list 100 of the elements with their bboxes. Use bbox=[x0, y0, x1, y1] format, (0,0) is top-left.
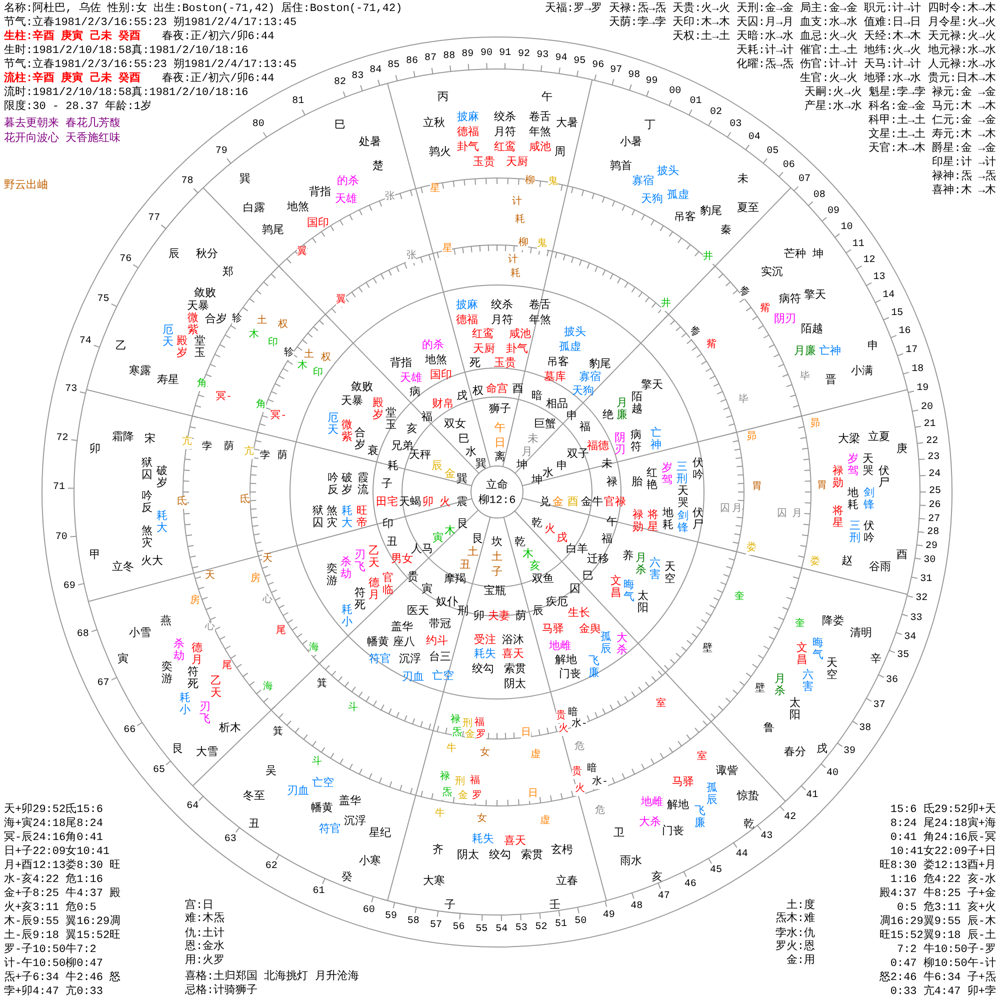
chart-label: 沉浮 bbox=[399, 654, 421, 666]
chart-label: 绞杀 bbox=[494, 112, 516, 124]
chart-label: 玄枵 bbox=[551, 845, 573, 857]
planet-label: 金 bbox=[458, 791, 468, 803]
info-line: 孛水:仇 bbox=[775, 928, 815, 940]
degree-number: 76 bbox=[120, 254, 132, 266]
table-row: 8:24 尾24:18寅+海 bbox=[890, 818, 996, 830]
zodiac-label: 申 bbox=[556, 461, 568, 473]
info-line: 恩:金水 bbox=[185, 941, 225, 953]
zodiac-label: 坤 bbox=[532, 475, 542, 487]
planet-label: 金 bbox=[464, 730, 475, 742]
table-row: 印星:计 →计 bbox=[932, 157, 996, 169]
degree-number: 33 bbox=[910, 612, 922, 625]
degree-number: 61 bbox=[312, 886, 325, 898]
chart-label: 大梁 bbox=[838, 434, 860, 446]
degree-number: 55 bbox=[476, 924, 488, 936]
planet-label: 印 bbox=[312, 368, 323, 380]
chart-label: 六害 bbox=[802, 670, 814, 694]
table-row: 旺15:52翼9:18 辰-土 bbox=[879, 930, 996, 942]
chart-label: 谷雨 bbox=[869, 562, 891, 574]
chart-label: 甲 bbox=[90, 550, 100, 562]
planet-label: 罗 bbox=[472, 791, 482, 803]
chart-label: 辛 bbox=[870, 654, 882, 666]
chart-label: 申 bbox=[868, 341, 878, 353]
chart-label: 厄天 bbox=[162, 325, 174, 349]
chart-label: 豹尾 bbox=[589, 359, 611, 371]
chart-label: 太阳 bbox=[637, 591, 649, 615]
planet-label: 贵 bbox=[572, 767, 582, 779]
chart-label: 燕 bbox=[160, 616, 172, 628]
chart-label: 晦气 bbox=[623, 580, 635, 604]
degree-number: 88 bbox=[443, 50, 456, 63]
chart-label: 天哭 bbox=[677, 486, 689, 510]
mansion-label: 翼 bbox=[336, 294, 346, 307]
info-line: 罗火:恩 bbox=[775, 941, 815, 953]
degree-number: 71 bbox=[53, 482, 65, 494]
degree-number: 22 bbox=[926, 436, 938, 448]
zodiac-label: 木 bbox=[444, 526, 456, 538]
info-line: 忌格:计骑狮子 bbox=[185, 985, 258, 997]
table-row: 0:47 柳10:50午-计 bbox=[890, 958, 996, 970]
table-row: 天福:罗→罗 天禄:炁→炁 天贵:火→火 天刑:金→金 局主:金→金 职元:计→计 四时令:木→木 bbox=[544, 3, 996, 15]
table-row: 海+寅24:18尾8:24 bbox=[4, 818, 104, 830]
chart-label: 楚 bbox=[372, 161, 384, 173]
chart-label: 杀劫 bbox=[173, 639, 185, 663]
degree-number: 91 bbox=[499, 48, 512, 60]
chart-label: 乙天 bbox=[210, 676, 222, 700]
chart-label: 霜降 bbox=[112, 432, 134, 444]
chart-label: 午 bbox=[542, 92, 552, 104]
chart-label: 白露 bbox=[243, 203, 265, 215]
chart-label: 咸池 bbox=[509, 329, 531, 341]
mansion-label: 氐 bbox=[240, 494, 250, 507]
degree-number: 92 bbox=[518, 48, 530, 61]
planet-label: 火 bbox=[558, 724, 568, 736]
info-line: 土:度 bbox=[786, 900, 815, 912]
chart-label: 天厨 bbox=[506, 157, 528, 169]
info-line: 金:用 bbox=[786, 955, 815, 967]
palace-label: 夫妻 bbox=[488, 611, 510, 623]
chart-label: 符官 bbox=[369, 654, 391, 666]
chart-label: 晋 bbox=[826, 375, 836, 387]
chart-label: 杀劫 bbox=[340, 557, 352, 581]
mansion-label: 参 bbox=[690, 326, 700, 339]
chart-label: 寡宿 bbox=[632, 176, 654, 188]
chart-label: 浴沐 bbox=[502, 635, 524, 647]
planet-label: 水- bbox=[571, 718, 588, 731]
degree-number: 30 bbox=[924, 554, 936, 566]
chart-label: 惊蛰 bbox=[737, 791, 759, 803]
zodiac-label: 巽 bbox=[456, 474, 468, 486]
chart-label: 吴 bbox=[266, 766, 276, 778]
degree-number: 97 bbox=[610, 64, 622, 76]
degree-number: 81 bbox=[292, 96, 304, 108]
chart-label: 死 bbox=[470, 358, 480, 370]
mansion-label: 参 bbox=[740, 287, 750, 299]
chart-label: 孤辰 bbox=[706, 783, 718, 807]
chart-label: 小雪 bbox=[129, 628, 151, 640]
chart-label: 六害 bbox=[649, 558, 661, 582]
chart-label: 月杀 bbox=[635, 553, 647, 577]
info-line: 节气:立春1981/2/3/16:55:23 朔1981/2/4/17:13:45 bbox=[4, 17, 297, 29]
chart-label: 大雪 bbox=[196, 747, 218, 759]
chart-label: 旺帝 bbox=[356, 506, 368, 530]
chart-label: 堂玉 bbox=[385, 408, 397, 432]
chart-label: 刃飞 bbox=[354, 550, 366, 574]
zodiac-label: 亥 bbox=[530, 561, 540, 573]
planet-label: 水- bbox=[592, 777, 608, 789]
palace-label: 田宅 bbox=[376, 497, 398, 509]
degree-number: 46 bbox=[684, 879, 696, 891]
chart-label: 玉贵 bbox=[494, 358, 516, 370]
chart-label: 壬 bbox=[550, 900, 560, 912]
zodiac-label: 双鱼 bbox=[532, 574, 554, 586]
mansion-label: 角 bbox=[256, 400, 266, 412]
degree-number: 00 bbox=[669, 86, 682, 98]
chart-label: 幡黄 bbox=[311, 803, 333, 815]
degree-number: 67 bbox=[97, 678, 110, 690]
chart-label: 国印 bbox=[307, 218, 329, 230]
degree-number: 65 bbox=[153, 764, 165, 777]
chart-label: 巽 bbox=[240, 174, 250, 186]
table-row: 天嗣:火→火 魁星:孛→孛 禄元:金 →金 bbox=[804, 87, 996, 99]
planet-label: 海 bbox=[308, 642, 319, 655]
mansion-label: 井 bbox=[703, 252, 713, 264]
degree-number: 44 bbox=[736, 849, 748, 862]
info-line: 仇:土计 bbox=[185, 928, 225, 940]
chart-label: 郑 bbox=[222, 267, 234, 279]
